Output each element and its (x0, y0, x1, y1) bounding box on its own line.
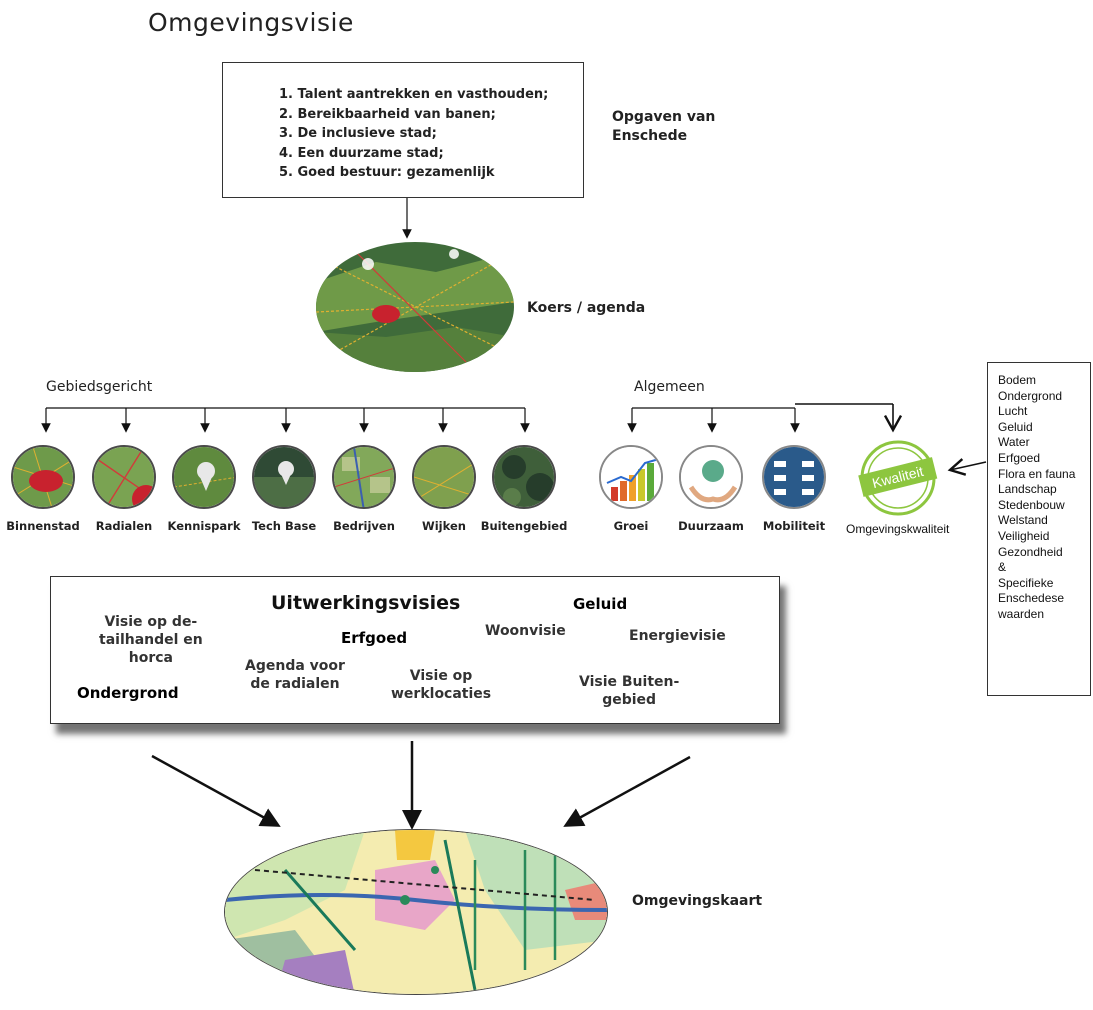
binnenstad-label: Binnenstad (6, 519, 80, 533)
mobiliteit-label: Mobiliteit (762, 519, 826, 533)
quality-item: Bodem (998, 373, 1037, 387)
quality-item: Erfgoed (998, 450, 1041, 465)
goals-list: 1. Talent aantrekken en vasthouden; 2. B… (279, 85, 548, 183)
goal-item: 5. Goed bestuur: gezamenlijk (279, 165, 495, 180)
quality-item: Gezondheid (998, 544, 1063, 559)
quality-item: Lucht (998, 404, 1028, 419)
goals-box: 1. Talent aantrekken en vasthouden; 2. B… (222, 62, 584, 198)
radialen-visie: Agenda voor de radialen (245, 658, 345, 692)
werklocaties-visie: Visie op werklocaties (391, 668, 492, 702)
goal-item: 4. Een duurzame stad; (279, 145, 444, 161)
radialen-label: Radialen (95, 519, 153, 533)
groei-label: Groei (613, 519, 649, 533)
quality-item: waarden (998, 606, 1045, 621)
omgevingskaart-label: Omgevingskaart (632, 893, 763, 909)
quality-aspects-list: Bodem Ondergrond Lucht Geluid Water Erfg… (998, 373, 1075, 623)
quality-item: Ondergrond (998, 388, 1063, 403)
omgevingskaart-map-image (224, 829, 608, 995)
quality-item: Welstand (998, 513, 1048, 528)
opgaven-label: Opgaven van Enschede (612, 109, 716, 144)
koers-map-image (316, 242, 514, 372)
energievisie: Energievisie (629, 628, 726, 644)
goal-item: 1. Talent aantrekken en vasthouden; (279, 87, 549, 102)
uitwerkingsvisies-box: Uitwerkingsvisies Visie op de- tailhande… (50, 576, 780, 724)
bedrijven-map-icon (332, 445, 396, 509)
wijken-label: Wijken (422, 519, 466, 533)
radialen-map-icon (92, 445, 156, 509)
koers-label: Koers / agenda (527, 300, 646, 316)
uitwerkingsvisies-title: Uitwerkingsvisies (271, 592, 461, 614)
binnenstad-map-icon (11, 445, 75, 509)
kennispark-label: Kennispark (167, 519, 241, 533)
algemeen-heading: Algemeen (634, 379, 705, 395)
erfgoed-visie: Erfgoed (341, 629, 408, 647)
woonvisie: Woonvisie (485, 623, 566, 639)
quality-aspects-box: Bodem Ondergrond Lucht Geluid Water Erfg… (987, 362, 1091, 696)
tech-base-label: Tech Base (251, 519, 317, 533)
quality-item: Landschap (998, 482, 1057, 497)
quality-item: Veiligheid (998, 528, 1050, 543)
buitengebied-visie: Visie Buiten- gebied (579, 674, 680, 708)
quality-item: Geluid (998, 419, 1033, 434)
page-title: Omgevingsvisie (148, 8, 354, 37)
quality-item: Stedenbouw (998, 497, 1065, 512)
bedrijven-label: Bedrijven (333, 519, 395, 533)
detailhandel-visie: Visie op de- tailhandel en horca (99, 614, 203, 666)
wijken-map-icon (412, 445, 476, 509)
buitengebied-label: Buitengebied (480, 519, 568, 533)
groei-chart-icon (599, 445, 663, 509)
ondergrond-visie: Ondergrond (77, 684, 179, 702)
quality-item: Specifieke (998, 575, 1054, 590)
kwaliteit-badge: Kwaliteit (858, 438, 938, 518)
goal-item: 3. De inclusieve stad; (279, 126, 437, 141)
mobiliteit-icon (762, 445, 826, 509)
duurzaam-label: Duurzaam (678, 519, 744, 533)
quality-item: & (998, 560, 1007, 575)
buitengebied-map-icon (492, 445, 556, 509)
gebiedsgericht-heading: Gebiedsgericht (46, 379, 153, 395)
kennispark-map-icon (172, 445, 236, 509)
tech-base-map-icon (252, 445, 316, 509)
quality-item: Water (998, 435, 1030, 450)
omgevingskwaliteit-label: Omgevingskwaliteit (846, 522, 950, 536)
goal-item: 2. Bereikbaarheid van banen; (279, 106, 496, 122)
quality-item: Flora en fauna (998, 466, 1076, 481)
duurzaam-hands-icon (679, 445, 743, 509)
quality-item: Enschedese (998, 591, 1065, 606)
geluid-visie: Geluid (573, 595, 628, 613)
